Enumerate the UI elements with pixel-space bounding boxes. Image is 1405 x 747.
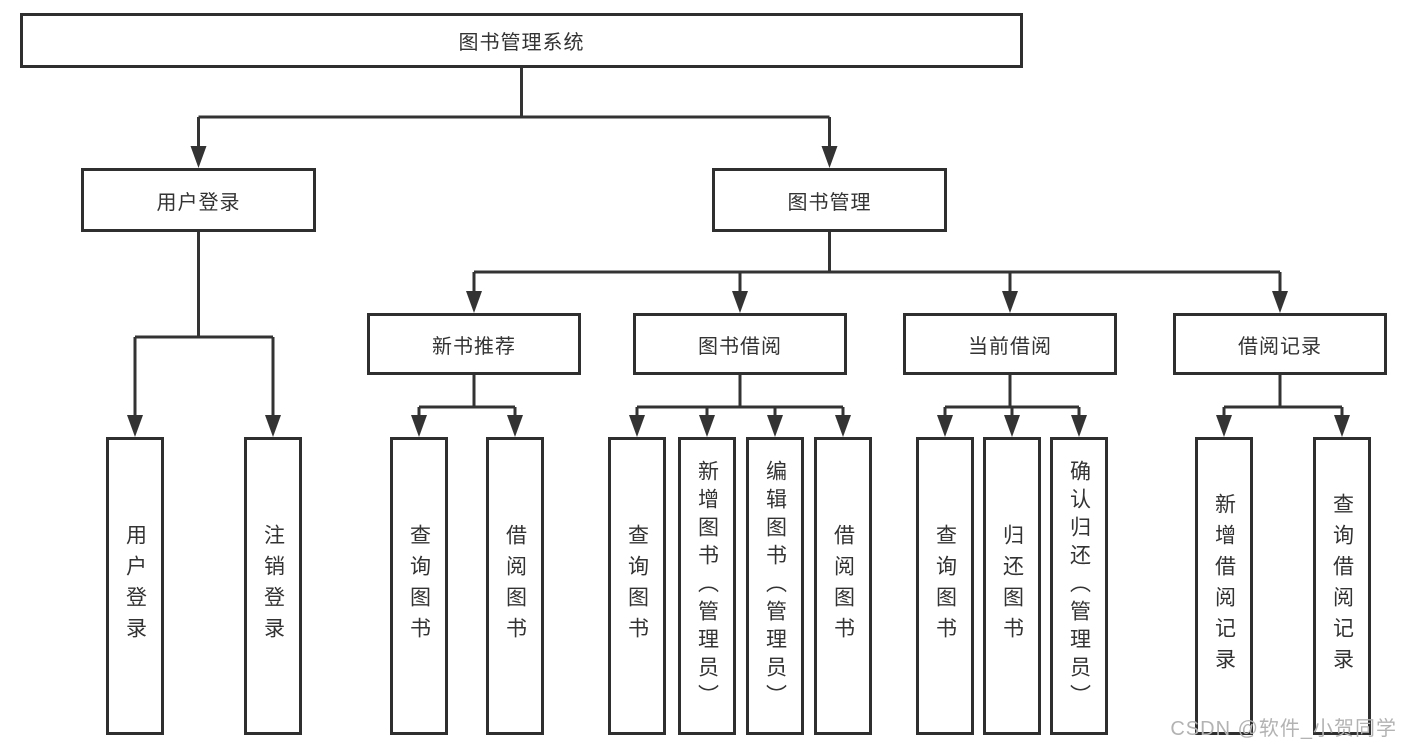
leaf-add-books-admin: 新增图书（管理员） <box>678 437 736 735</box>
csdn-watermark: CSDN @软件_小贺同学 <box>1170 718 1397 740</box>
leaf-query-books-borrow: 查询图书 <box>608 437 666 735</box>
leaf-confirm-return-admin: 确认归还（管理员） <box>1050 437 1108 735</box>
leaf-query-borrow-record: 查询借阅记录 <box>1313 437 1371 735</box>
node-borrowing-records: 借阅记录 <box>1173 313 1387 375</box>
leaf-query-books-current: 查询图书 <box>916 437 974 735</box>
leaf-query-books-recommend: 查询图书 <box>390 437 448 735</box>
leaf-add-borrow-record: 新增借阅记录 <box>1195 437 1253 735</box>
node-book-borrowing: 图书借阅 <box>633 313 847 375</box>
leaf-borrow-books: 借阅图书 <box>814 437 872 735</box>
node-book-management: 图书管理 <box>712 168 947 232</box>
leaf-edit-books-admin: 编辑图书（管理员） <box>746 437 804 735</box>
leaf-logout: 注销登录 <box>244 437 302 735</box>
node-new-book-recommendation: 新书推荐 <box>367 313 581 375</box>
leaf-borrow-books-recommend: 借阅图书 <box>486 437 544 735</box>
node-user-login: 用户登录 <box>81 168 316 232</box>
node-current-borrowing: 当前借阅 <box>903 313 1117 375</box>
leaf-return-books: 归还图书 <box>983 437 1041 735</box>
node-library-management-system: 图书管理系统 <box>20 13 1023 68</box>
leaf-user-login: 用户登录 <box>106 437 164 735</box>
